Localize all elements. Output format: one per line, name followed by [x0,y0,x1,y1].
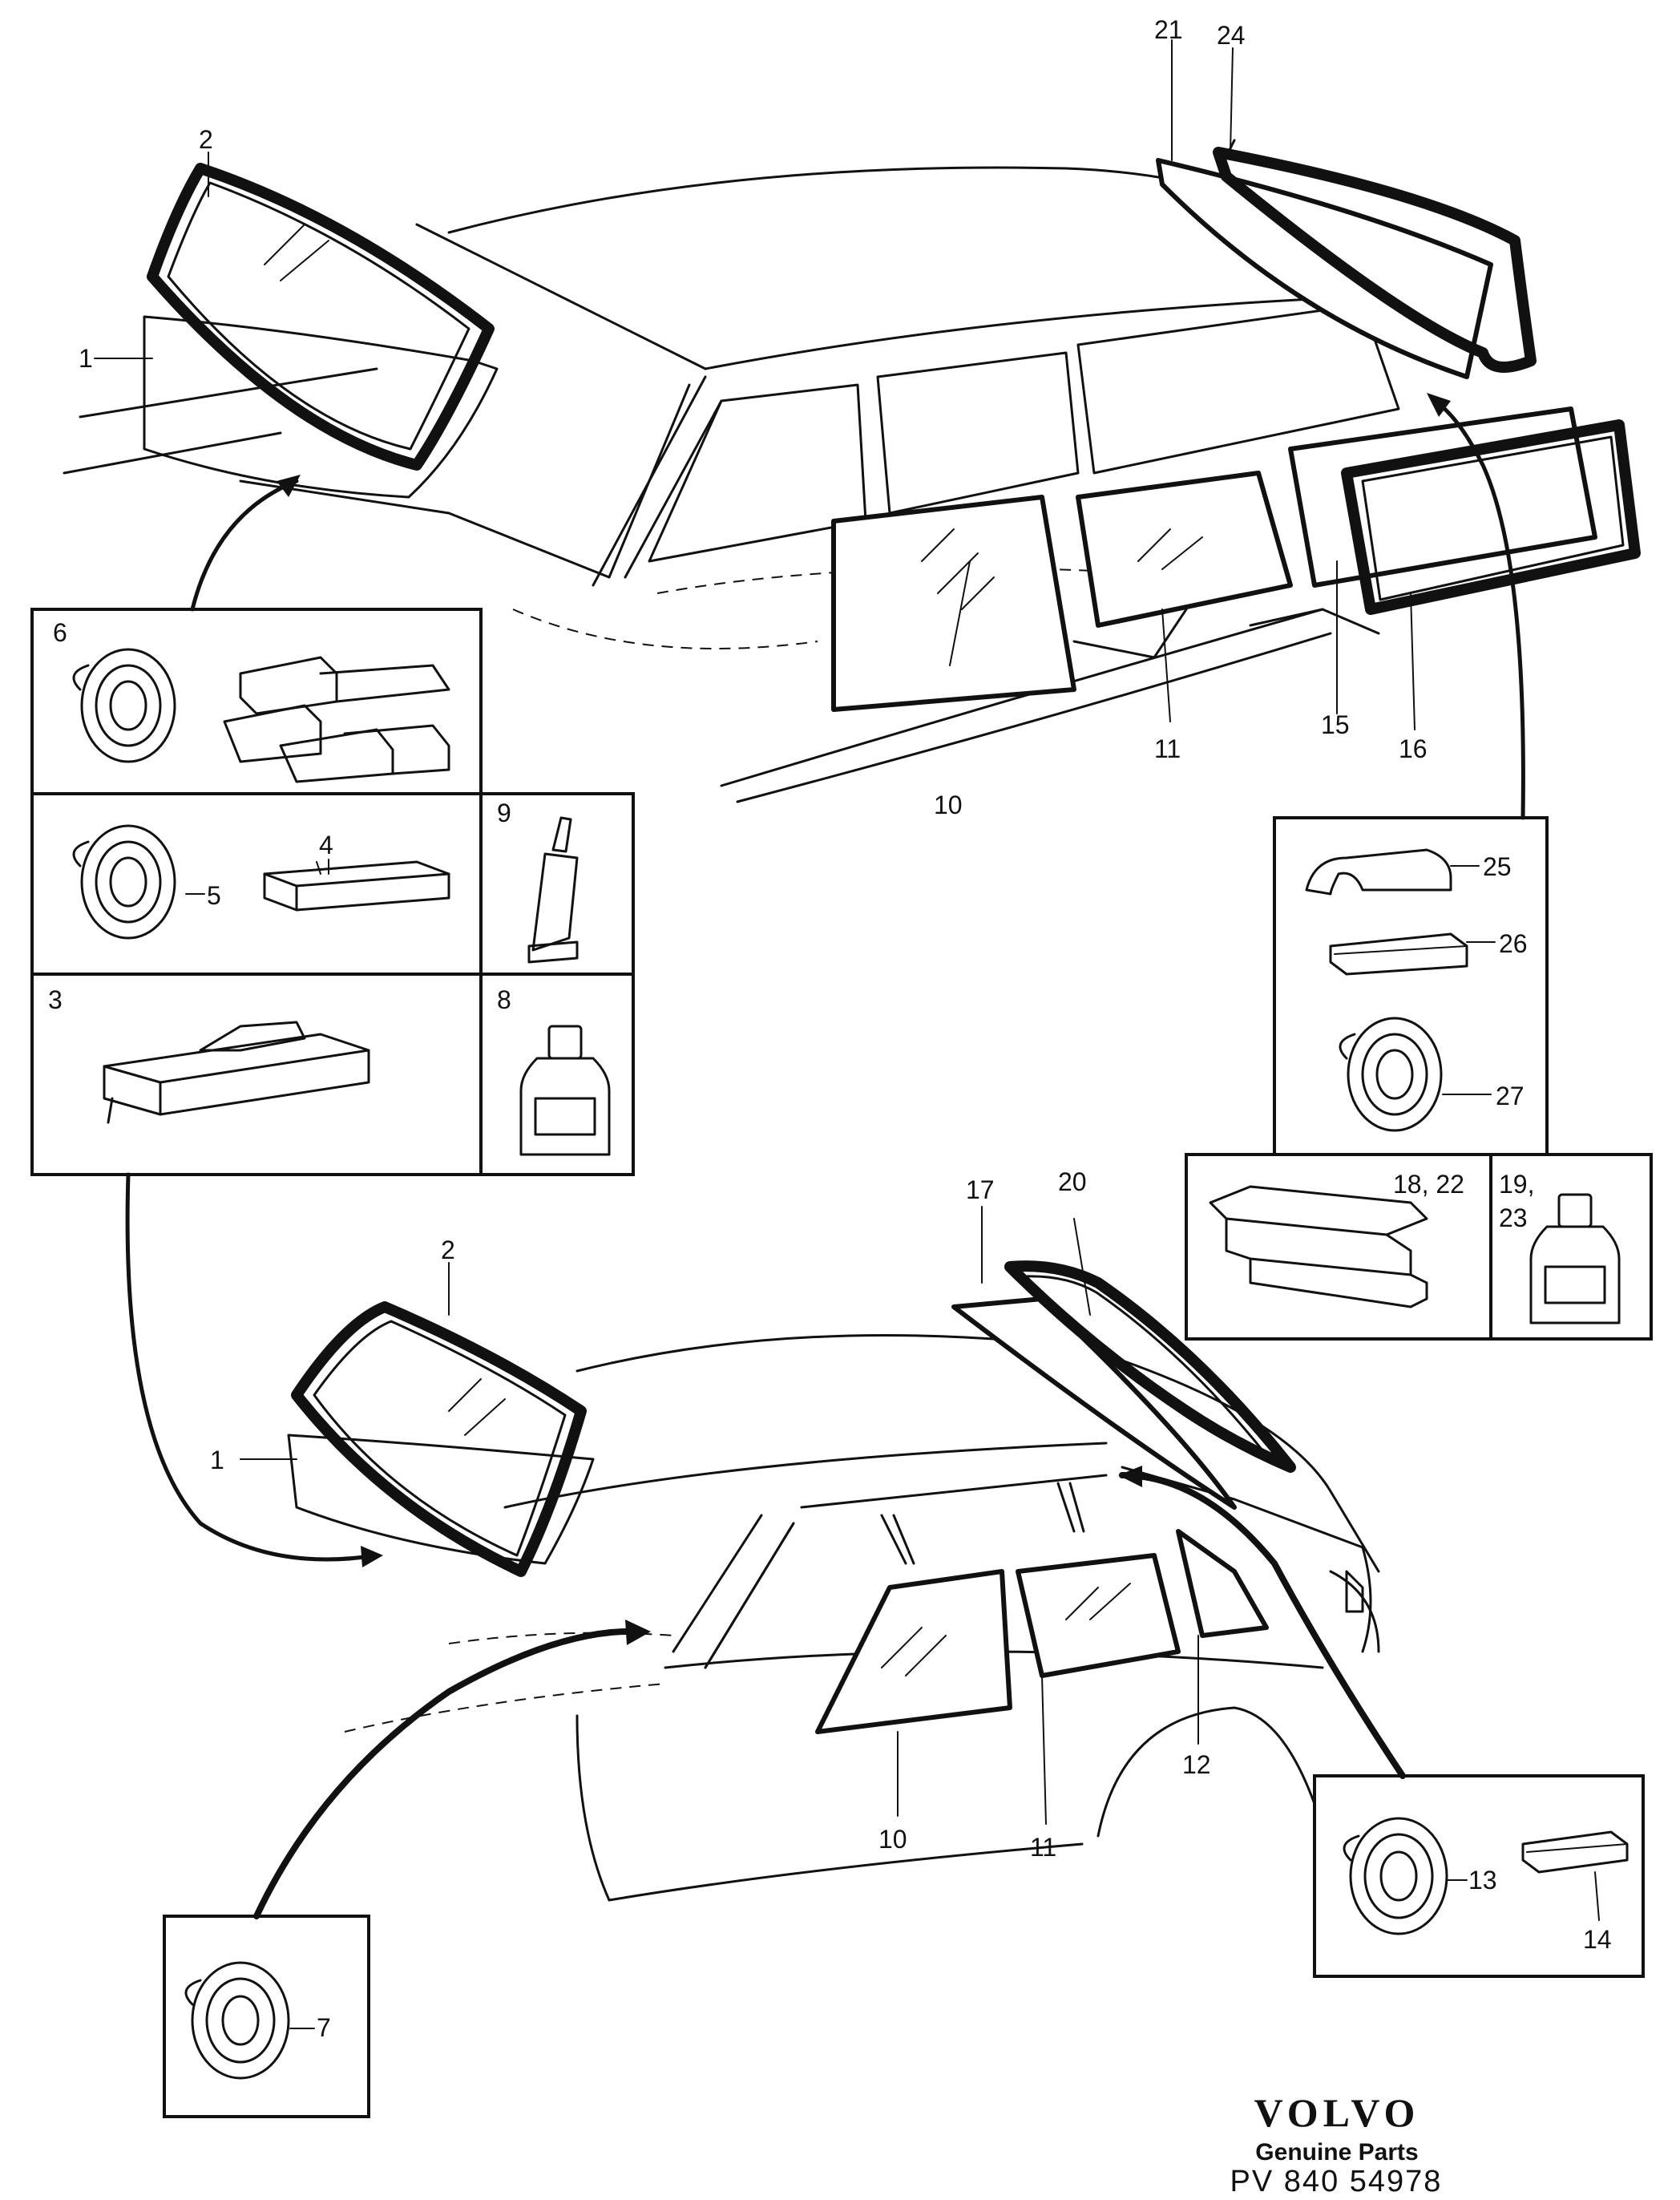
quarter-glass-sedan [1176,1529,1269,1638]
spacer-block-icon [263,860,450,912]
callout-box-14: 14 [1583,1925,1612,1954]
glue-tube-icon [527,816,579,964]
callout-box-23: 23 [1499,1203,1528,1232]
callout-top-10: 10 [934,791,963,819]
callout-box-8: 8 [497,985,511,1014]
door-glass-front [831,495,1076,712]
callout-top-16: 16 [1399,734,1428,763]
rubber-profile-icon [1209,1185,1428,1308]
tape-roll-icon [1343,1817,1448,1935]
part-diagram-code: PV 840 54978 [1230,2165,1443,2198]
callout-labels: 2 1 10 11 15 16 21 24 6 4 5 9 3 8 25 26 … [48,15,1612,2042]
tailgate-glass [1156,158,1493,379]
rubber-profile-icon [1305,848,1452,896]
callout-top-21: 21 [1154,15,1183,44]
callout-box-18-22: 18, 22 [1393,1170,1464,1199]
primer-bottle-icon [519,1025,611,1156]
leader-lines [94,39,1600,2029]
kit-box-primer [1489,1153,1653,1341]
callout-bot-10: 10 [878,1825,907,1854]
windshield-top [143,163,499,499]
rear-window-seal [1004,1260,1296,1473]
callout-box-27: 27 [1496,1082,1525,1110]
spacer-block-icon [223,656,450,783]
callout-box-5: 5 [207,881,221,910]
rear-window-glass [951,1296,1237,1510]
seal-strip-icon [1329,932,1468,976]
reference-arrows [125,393,1525,1919]
callout-box-9: 9 [497,799,511,827]
kit-box-rear [1313,1774,1645,1978]
seal-strip-icon [1521,1830,1629,1874]
callout-box-25: 25 [1483,852,1512,881]
callout-box-6: 6 [53,618,67,647]
callout-top-1: 1 [79,344,93,373]
tailgate-glass-seal [1213,147,1537,373]
mounting-clip-icon [103,1021,370,1124]
tape-roll-icon [72,648,176,763]
callout-bot-20: 20 [1058,1167,1087,1196]
callout-box-13: 13 [1468,1866,1497,1895]
kit-box-front [163,1915,370,2118]
kit-box-right [1273,816,1549,1156]
callout-box-3: 3 [48,985,63,1014]
door-glass-front-sedan [815,1569,1012,1734]
tape-roll-icon [1339,1017,1443,1132]
volvo-logo: VOLVO [1254,2090,1420,2135]
kit-box-profile [1185,1153,1492,1341]
windshield-bottom [287,1301,595,1577]
callout-top-11: 11 [1154,734,1181,763]
callout-bot-12: 12 [1182,1750,1211,1779]
callout-box-26: 26 [1499,929,1528,958]
callout-box-19: 19, [1499,1170,1534,1199]
kit-box-left [30,608,635,1176]
callout-top-24: 24 [1217,21,1246,50]
primer-bottle-icon [1529,1193,1621,1324]
door-glass-rear [1076,471,1293,628]
callout-bot-17: 17 [966,1175,995,1204]
callout-bot-1: 1 [210,1446,224,1474]
door-glass-rear-sedan [1016,1553,1181,1678]
callout-bot-2: 2 [441,1235,455,1264]
tape-roll-icon [72,824,176,940]
callout-box-7: 7 [317,2013,331,2042]
rear-side-window-seal [1341,419,1641,615]
callout-top-15: 15 [1321,710,1350,739]
callout-bot-11: 11 [1030,1833,1056,1862]
callout-box-4: 4 [319,831,333,859]
brand-subtitle: Genuine Parts [1255,2139,1419,2166]
tape-roll-icon [184,1961,290,2080]
callout-top-2: 2 [199,125,213,154]
